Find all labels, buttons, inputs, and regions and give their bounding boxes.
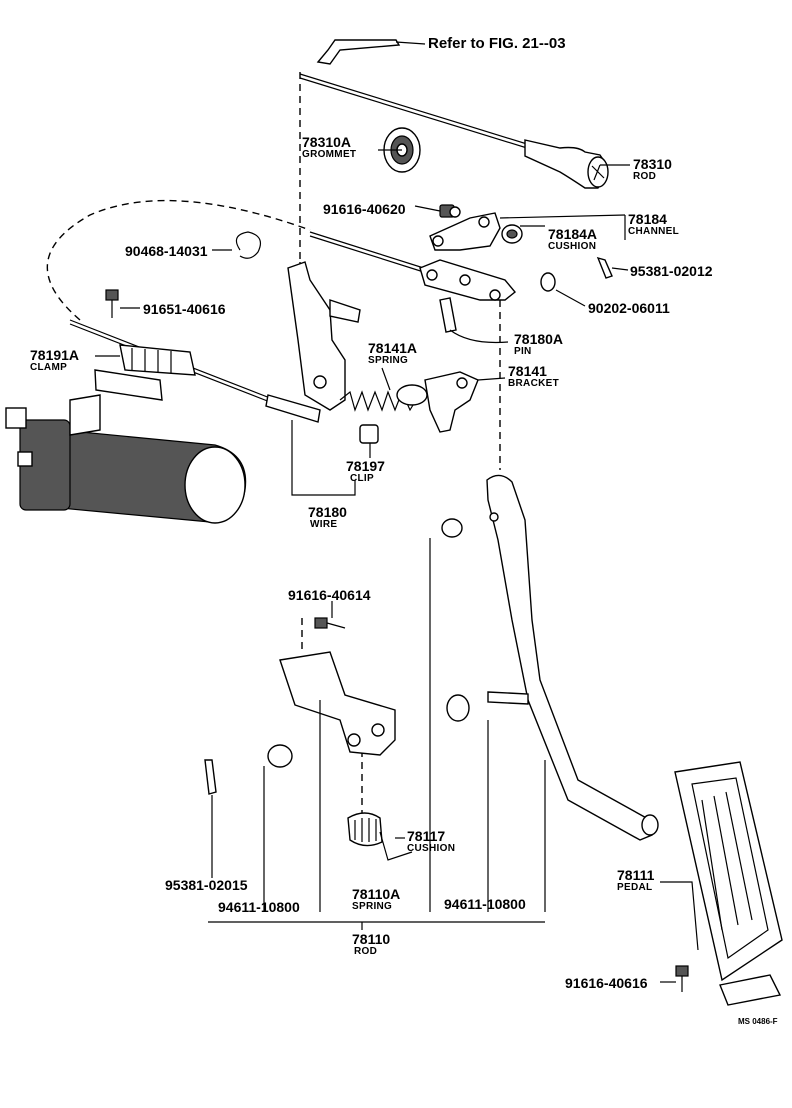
part-number-95381-02012: 95381-02012 [630, 263, 713, 279]
part-name-pedal: PEDAL [617, 882, 653, 893]
part-name-bracket: BRACKET [508, 378, 559, 389]
cushion-78117-drawing [441, 518, 463, 538]
cushion-94611-right-drawing [446, 694, 470, 722]
part-number-78310A: 78310A [302, 134, 352, 150]
part-name-grommet: GROMMET [302, 149, 357, 160]
part-number-91616-40620: 91616-40620 [323, 201, 406, 217]
pin-95381-02015-drawing [204, 759, 217, 795]
cable-loop-dashed [46, 199, 311, 321]
rod-78310-drawing [299, 73, 609, 189]
part-number-78180A: 78180A [514, 331, 564, 347]
part-name-rod: ROD [633, 171, 657, 182]
refer-to-figure-text: Refer to FIG. 21--03 [428, 35, 566, 52]
part-number-91616-40616: 91616-40616 [565, 975, 648, 991]
part-number-78141: 78141 [508, 363, 547, 379]
part-number-78184: 78184 [628, 211, 667, 227]
part-name-clip: CLIP [350, 473, 374, 484]
spring-78110A-drawing [347, 812, 413, 861]
bolt-91616-40616-drawing [675, 965, 689, 992]
pedal-pad-drawing [674, 761, 783, 1006]
ring-90468-drawing [235, 231, 261, 259]
part-name-spring-78110A: SPRING [352, 901, 393, 912]
rod-bracket-78110-drawing [279, 617, 396, 756]
reference-bracket-drawing [316, 39, 426, 65]
part-name-wire: WIRE [310, 519, 338, 530]
lever-bracket-drawing [287, 261, 361, 411]
part-name-cushion-78117: CUSHION [407, 843, 456, 854]
part-number-91616-40614: 91616-40614 [288, 587, 371, 603]
cushion-94611-left-drawing [267, 744, 293, 768]
part-number-78310: 78310 [633, 156, 672, 172]
part-number-94611-10800-left: 94611-10800 [218, 899, 300, 915]
leader-lines [95, 149, 699, 983]
clamp-78191A-drawing [94, 344, 196, 401]
part-name-pin: PIN [514, 346, 532, 357]
part-number-78117: 78117 [407, 828, 446, 844]
part-number-78141A: 78141A [368, 340, 418, 356]
part-number-78184A: 78184A [548, 226, 598, 242]
washer-90202-drawing [540, 272, 556, 292]
part-name-rod-78110: ROD [354, 946, 378, 957]
bolt-91651-drawing [105, 289, 119, 318]
part-name-cushion: CUSHION [548, 241, 597, 252]
channel-78184-drawing [429, 204, 523, 251]
part-number-78111: 78111 [617, 867, 655, 883]
part-name-channel: CHANNEL [628, 226, 679, 237]
clip-95381-02012-drawing [596, 256, 613, 279]
actuator-cylinder-drawing [5, 394, 247, 524]
part-number-78110: 78110 [352, 931, 391, 947]
part-number-78180: 78180 [308, 504, 347, 520]
part-number-94611-10800-right: 94611-10800 [444, 896, 526, 912]
part-number-90202-06011: 90202-06011 [588, 300, 670, 316]
part-number-90468-14031: 90468-14031 [125, 243, 208, 259]
part-number-78197: 78197 [346, 458, 385, 474]
throttle-link-drawing [309, 231, 516, 333]
figure-code: MS 0486-F [738, 1017, 778, 1026]
part-name-spring-78141A: SPRING [368, 355, 409, 366]
pedal-arm-drawing [486, 474, 659, 841]
part-number-95381-02015: 95381-02015 [165, 877, 248, 893]
part-number-78110A: 78110A [352, 886, 401, 902]
part-number-91651-40616: 91651-40616 [143, 301, 226, 317]
part-number-78191A: 78191A [30, 347, 80, 363]
part-name-clamp: CLAMP [30, 362, 68, 373]
bracket-78141-drawing [396, 371, 479, 433]
